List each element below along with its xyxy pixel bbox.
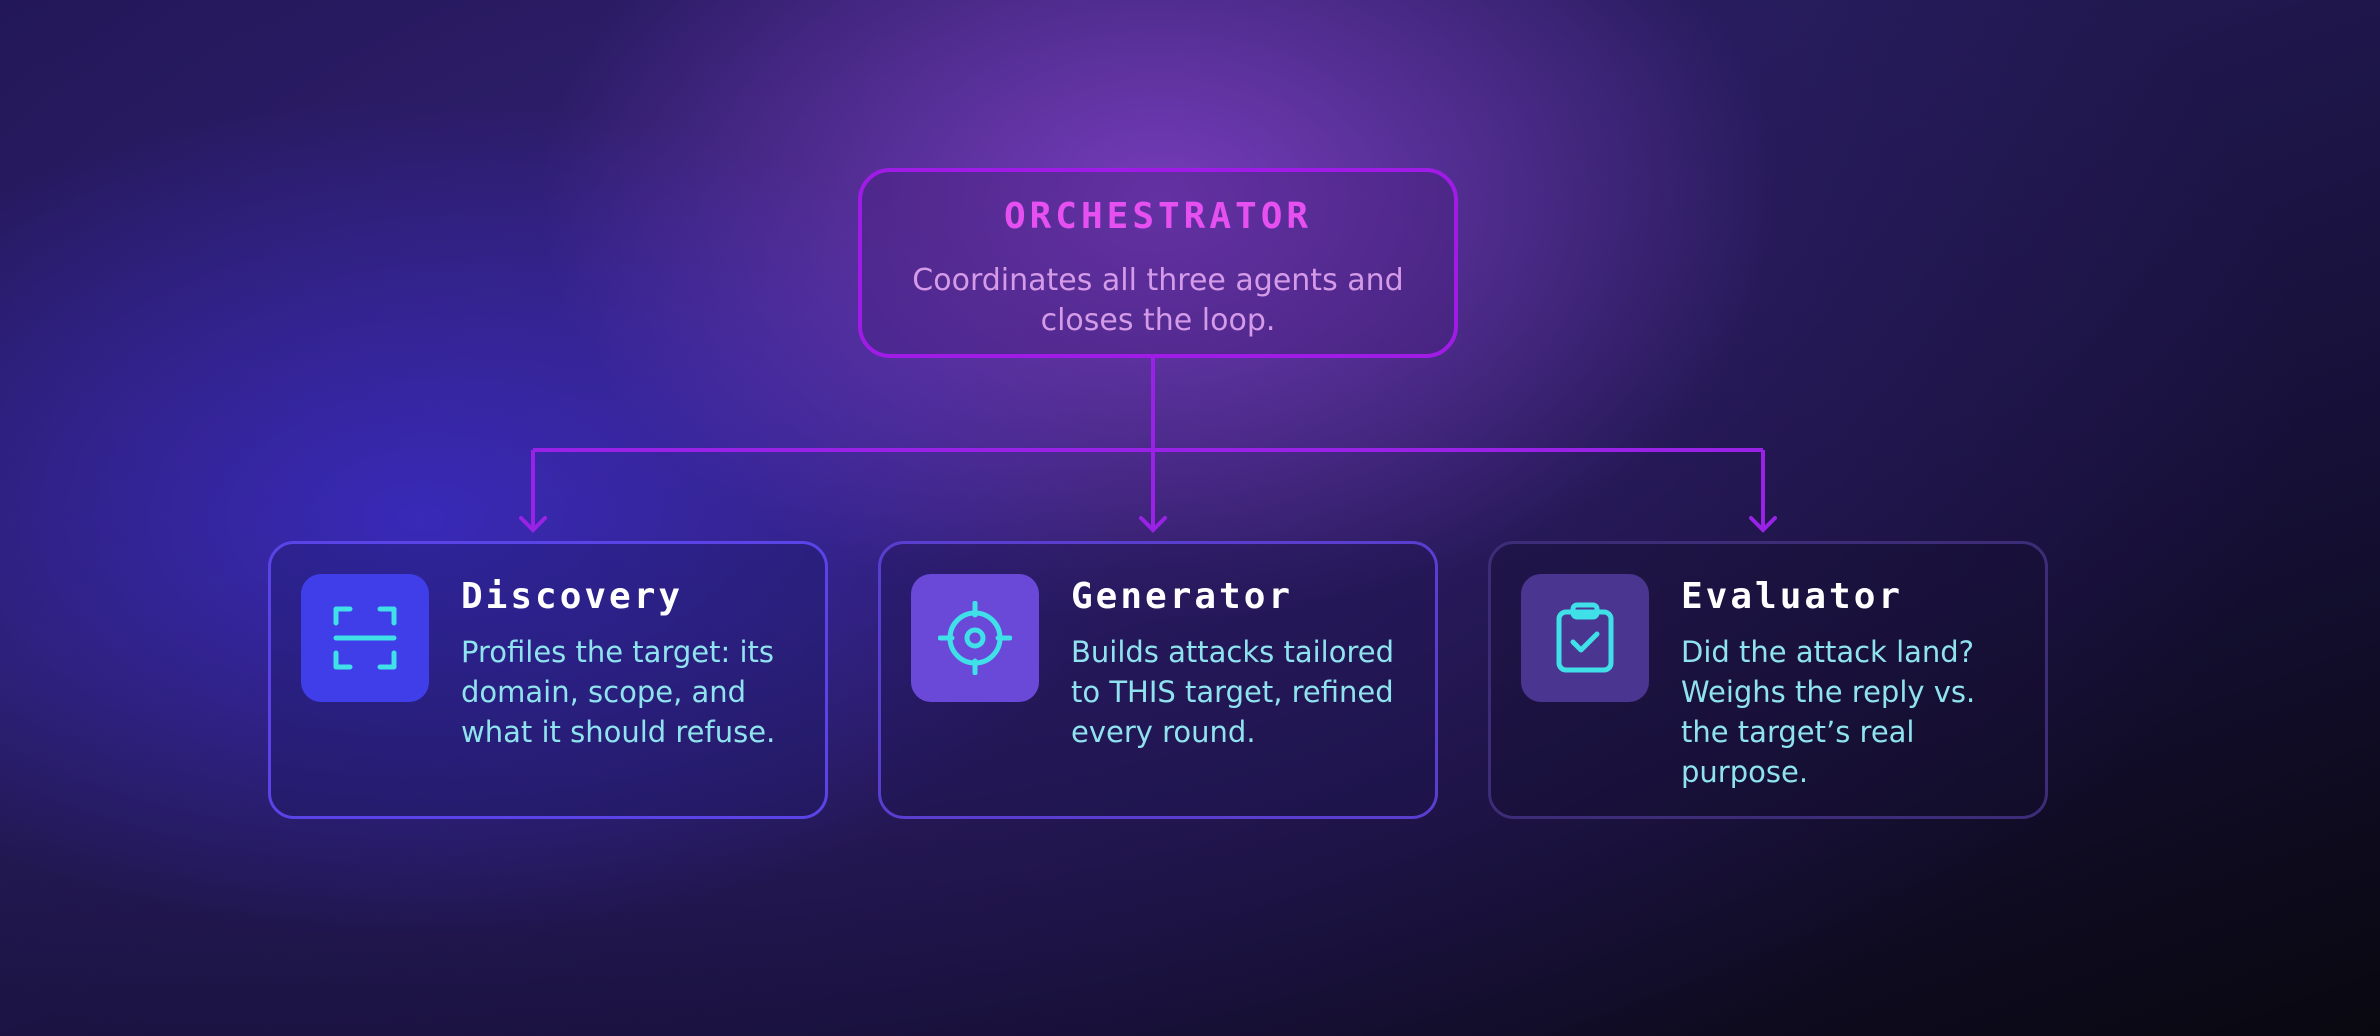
arrowhead-discovery	[519, 516, 547, 533]
arrowhead-evaluator	[1749, 516, 1777, 533]
agent-card-discovery: Discovery Profiles the target: its domai…	[268, 541, 828, 819]
orchestrator-title: ORCHESTRATOR	[1003, 196, 1313, 237]
clipboard-check-icon	[1521, 574, 1649, 702]
crosshair-icon	[911, 574, 1039, 702]
agent-card-evaluator: Evaluator Did the attack land? Weighs th…	[1488, 541, 2048, 819]
agent-title-generator: Generator	[1071, 576, 1294, 617]
agent-title-evaluator: Evaluator	[1681, 576, 1904, 617]
orchestrator-description: Coordinates all three agents and closes …	[912, 263, 1404, 338]
agent-description-generator: Builds attacks tailored to THIS target, …	[1071, 635, 1395, 749]
scan-icon	[301, 574, 429, 702]
agent-card-generator: Generator Builds attacks tailored to THI…	[878, 541, 1438, 819]
orchestrator-node: ORCHESTRATOR Coordinates all three agent…	[858, 168, 1458, 358]
arrowhead-generator	[1139, 516, 1167, 533]
agent-description-discovery: Profiles the target: its domain, scope, …	[461, 635, 776, 749]
agent-description-evaluator: Did the attack land? Weighs the reply vs…	[1681, 635, 1976, 789]
agent-title-discovery: Discovery	[461, 576, 684, 617]
